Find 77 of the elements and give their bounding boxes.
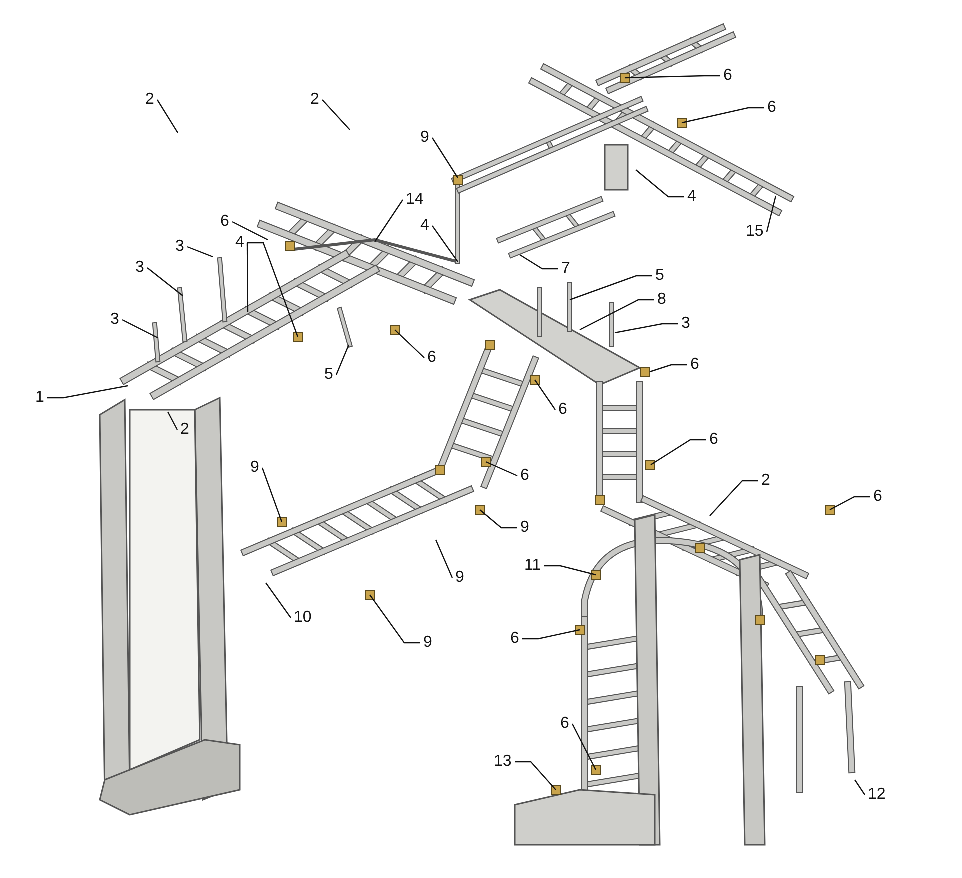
- callout-number: 3: [136, 259, 144, 277]
- callout-number: 6: [724, 67, 732, 85]
- callout-number: 6: [560, 715, 570, 733]
- callout-number: 4: [420, 217, 430, 235]
- callout-number: 6: [710, 431, 718, 449]
- leader-line: [572, 724, 597, 770]
- leader-line: [157, 100, 178, 134]
- callout-number: 2: [310, 91, 320, 109]
- callout-number: 14: [406, 191, 424, 209]
- callout-number: 11: [524, 557, 542, 575]
- leader-line: [830, 496, 870, 511]
- leader-line: [246, 243, 249, 312]
- leader-line: [432, 138, 458, 178]
- leader-line: [682, 107, 764, 124]
- callout-number: 6: [520, 467, 530, 485]
- callout-number: 9: [250, 459, 260, 477]
- leader-line: [614, 323, 678, 334]
- callout-number: 6: [510, 630, 520, 648]
- leader-line: [624, 75, 720, 79]
- leader-line: [147, 268, 184, 296]
- callout-number: 15: [746, 223, 764, 241]
- callout-number: 2: [762, 472, 770, 490]
- leader-line: [187, 246, 214, 258]
- leader-line: [232, 221, 268, 241]
- leader-line: [710, 480, 758, 516]
- leader-line: [266, 582, 292, 618]
- callout-number: 9: [520, 519, 530, 537]
- callout-number: 8: [658, 291, 666, 309]
- leader-line: [432, 226, 458, 262]
- leader-line: [374, 200, 404, 242]
- callout-number: 3: [682, 315, 690, 333]
- leader-line: [322, 100, 350, 130]
- callout-number: 6: [558, 401, 568, 419]
- callout-number: 13: [494, 753, 512, 771]
- callout-number: 3: [110, 311, 120, 329]
- callout-number: 1: [36, 389, 44, 407]
- leader-line: [336, 344, 350, 376]
- callout-number: 5: [656, 267, 664, 285]
- leader-line: [394, 330, 425, 358]
- callout-number: 9: [420, 129, 430, 147]
- callout-number: 4: [688, 188, 696, 206]
- leader-line: [248, 242, 299, 338]
- leader-line: [766, 196, 777, 232]
- callout-number: 7: [562, 260, 570, 278]
- leader-line: [854, 780, 866, 796]
- leader-line: [522, 629, 580, 640]
- leader-line: [480, 510, 518, 529]
- callout-number: 4: [236, 234, 244, 252]
- leader-line: [515, 761, 556, 790]
- callout-number: 6: [220, 213, 230, 231]
- callout-number: 6: [690, 356, 700, 374]
- callout-number: 6: [428, 349, 436, 367]
- leader-line: [122, 319, 158, 339]
- leader-line: [650, 364, 688, 373]
- callout-number: 6: [768, 99, 776, 117]
- leader-line: [570, 275, 652, 301]
- leader-line: [370, 594, 420, 644]
- leader-line: [435, 540, 454, 578]
- callout-number: 9: [456, 569, 464, 587]
- leader-line: [262, 468, 283, 522]
- leader-line: [520, 254, 558, 270]
- leader-line: [636, 170, 684, 198]
- callout-number: 5: [324, 366, 334, 384]
- callout-number: 6: [874, 488, 882, 506]
- leader-line: [534, 380, 556, 410]
- callout-number: 12: [868, 786, 886, 804]
- leader-line: [167, 412, 178, 430]
- callout-number: 9: [424, 634, 432, 652]
- leader-line: [48, 385, 128, 399]
- callout-number: 3: [176, 238, 184, 256]
- leader-line: [486, 461, 518, 477]
- leader-line: [650, 439, 706, 466]
- leader-line: [580, 299, 654, 331]
- callout-number: 2: [180, 421, 190, 439]
- leader-line: [544, 565, 596, 576]
- callout-number: 2: [146, 91, 154, 109]
- callout-number: 10: [294, 609, 312, 627]
